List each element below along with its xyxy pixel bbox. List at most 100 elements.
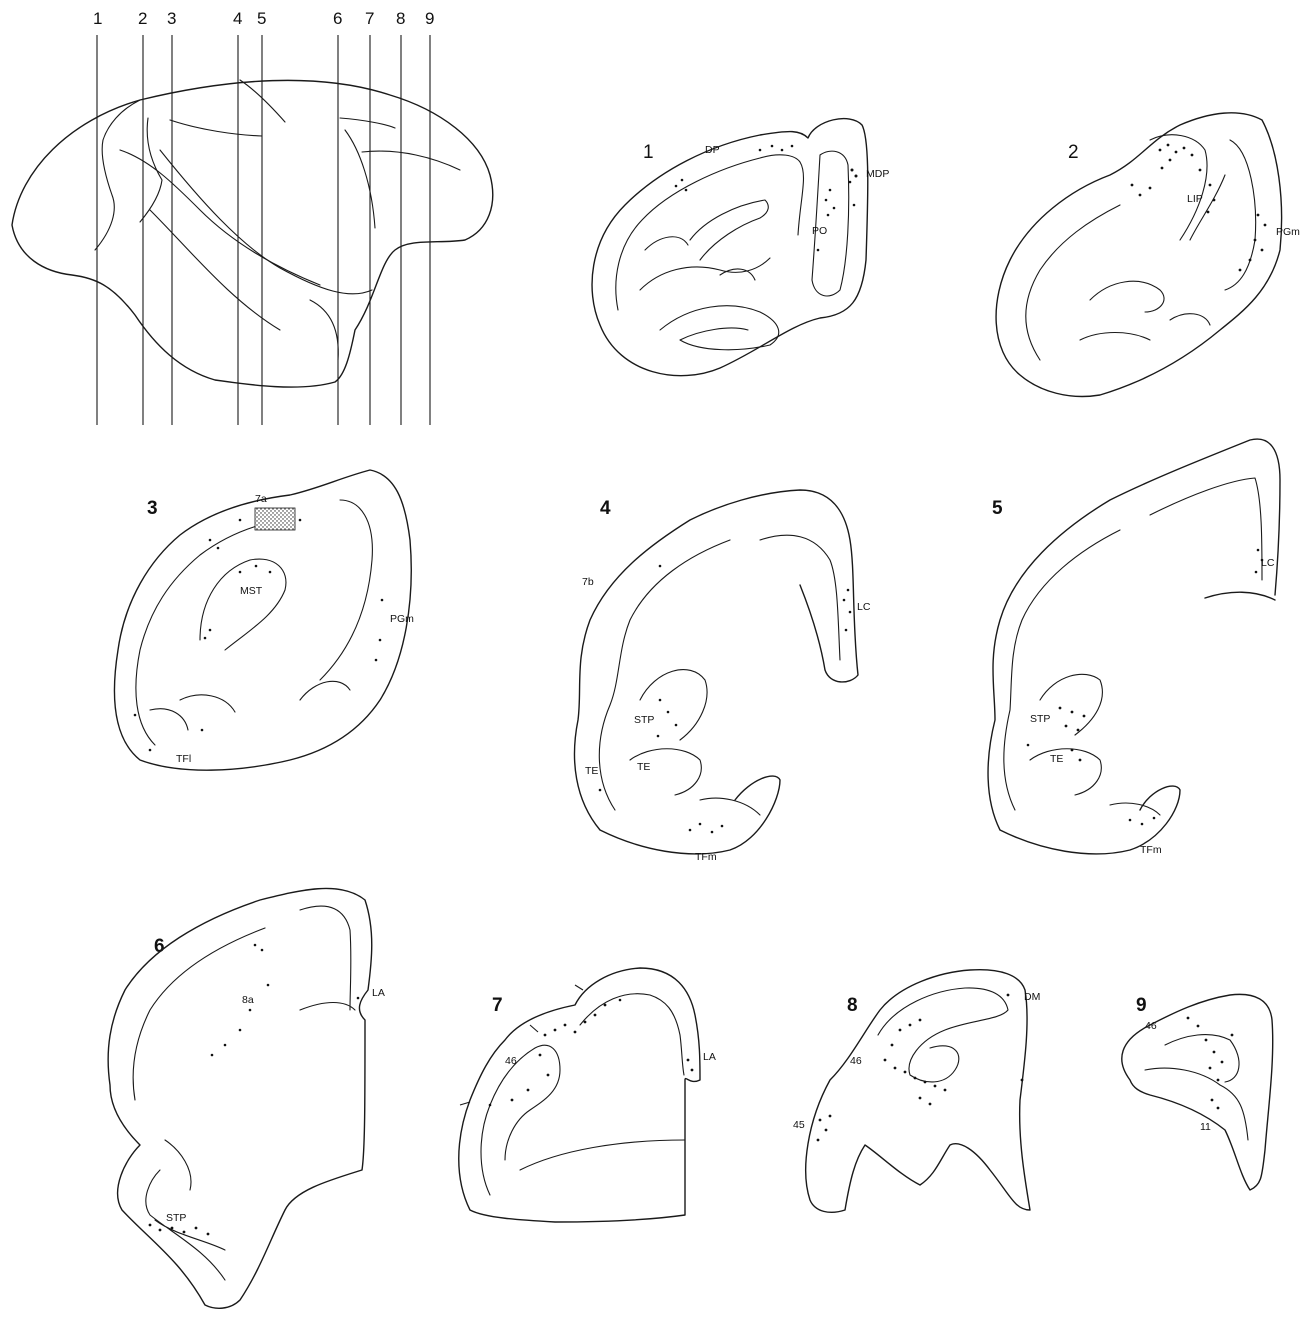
section-8-inner xyxy=(878,988,1008,1082)
section-4-inner xyxy=(599,535,840,815)
section-3-label-7a: 7a xyxy=(255,493,267,505)
cell-dot xyxy=(825,1129,828,1132)
section-5-label-te: TE xyxy=(1050,753,1063,765)
cell-dot xyxy=(675,724,678,727)
cell-dot xyxy=(1221,1061,1224,1064)
cell-dot xyxy=(204,637,207,640)
section-8-label-dm: DM xyxy=(1024,991,1040,1003)
cell-dot xyxy=(891,1044,894,1047)
section-8-outline xyxy=(806,970,1030,1213)
cell-dot xyxy=(827,214,830,217)
section-1-outline xyxy=(592,119,868,376)
section-1: 1 DP MDP PO xyxy=(592,119,889,376)
section-9-label-11: 11 xyxy=(1200,1121,1211,1133)
section-6-dots xyxy=(149,944,360,1236)
cell-dot xyxy=(183,1231,186,1234)
section-8-label-46: 46 xyxy=(850,1055,862,1067)
cell-dot xyxy=(1261,249,1264,252)
section-9-dots xyxy=(1187,1017,1234,1110)
brain-outline xyxy=(12,80,493,387)
cell-dot xyxy=(239,1029,242,1032)
cell-dot xyxy=(1264,224,1267,227)
cell-dot xyxy=(687,1059,690,1062)
cell-dot xyxy=(934,1085,937,1088)
arrow-tick xyxy=(530,1025,538,1032)
cell-dot xyxy=(759,149,762,152)
cut-label-3: 3 xyxy=(167,9,176,28)
section-5-inner xyxy=(1004,478,1262,815)
cell-dot xyxy=(1207,211,1210,214)
cell-dot xyxy=(1071,749,1074,752)
cell-dot xyxy=(547,1074,550,1077)
cell-dot xyxy=(619,999,622,1002)
cell-dot xyxy=(919,1097,922,1100)
cell-dot xyxy=(1141,823,1144,826)
cell-dot xyxy=(1183,147,1186,150)
cell-dot xyxy=(659,699,662,702)
cell-dot xyxy=(209,539,212,542)
cell-dot xyxy=(1007,994,1010,997)
cut-label-8: 8 xyxy=(396,9,405,28)
section-4: 4 7b LC STP TE TE TFm xyxy=(574,490,870,863)
section-4-label-7b: 7b xyxy=(582,576,594,588)
section-3: 3 7a MST PGm TFl xyxy=(114,470,414,770)
cell-dot xyxy=(159,1229,162,1232)
cell-dot xyxy=(817,1139,820,1142)
section-7-dots xyxy=(489,999,694,1107)
superior-temporal-sulcus xyxy=(120,150,320,285)
cell-dot xyxy=(224,1044,227,1047)
cell-dot xyxy=(845,629,848,632)
cell-dot xyxy=(833,207,836,210)
cell-dot xyxy=(675,185,678,188)
cell-dot xyxy=(1077,729,1080,732)
cut-label-2: 2 xyxy=(138,9,147,28)
cell-dot xyxy=(853,204,856,207)
cell-dot xyxy=(1249,259,1252,262)
cell-dot xyxy=(1027,744,1030,747)
section-7-label-46: 46 xyxy=(505,1055,517,1067)
cell-dot xyxy=(819,1119,822,1122)
cell-dot xyxy=(217,547,220,550)
cut-label-9: 9 xyxy=(425,9,434,28)
cell-dot xyxy=(1159,149,1162,152)
section-3-label-pgm: PGm xyxy=(390,613,414,625)
section-4-label-tfm: TFm xyxy=(695,851,717,863)
cell-dot xyxy=(1169,159,1172,162)
cell-dot xyxy=(1191,154,1194,157)
section-2-label-lip: LIP xyxy=(1187,193,1203,205)
cell-dot xyxy=(711,831,714,834)
cell-dot xyxy=(357,997,360,1000)
cell-dot xyxy=(781,149,784,152)
cell-dot xyxy=(817,249,820,252)
cell-dot xyxy=(1079,759,1082,762)
cell-dot xyxy=(527,1089,530,1092)
section-3-label-mst: MST xyxy=(240,585,263,597)
cell-dot xyxy=(825,199,828,202)
orbital-sulcus xyxy=(340,118,395,128)
cell-dot xyxy=(381,599,384,602)
cell-dot xyxy=(829,189,832,192)
cell-dot xyxy=(1065,725,1068,728)
inferior-occipital-sulcus xyxy=(150,210,280,330)
cell-dot xyxy=(149,1224,152,1227)
section-6-label-la: LA xyxy=(372,987,385,999)
section-2-outline xyxy=(996,113,1282,397)
cut-label-4: 4 xyxy=(233,9,242,28)
cell-dot xyxy=(1131,184,1134,187)
cell-dot xyxy=(1211,1099,1214,1102)
cell-dot xyxy=(849,611,852,614)
cut-label-7: 7 xyxy=(365,9,374,28)
section-2: 2 LIP PGm xyxy=(996,113,1300,397)
cell-dot xyxy=(1257,549,1260,552)
cell-dot xyxy=(944,1089,947,1092)
section-1-dots xyxy=(675,145,858,252)
section-2-number: 2 xyxy=(1068,142,1079,163)
cell-dot xyxy=(1209,1067,1212,1070)
cell-dot xyxy=(884,1059,887,1062)
cut-label-1: 1 xyxy=(93,9,102,28)
cell-dot xyxy=(1187,1017,1190,1020)
section-4-label-stp: STP xyxy=(634,714,654,726)
cell-dot xyxy=(909,1024,912,1027)
cell-dot xyxy=(239,519,242,522)
